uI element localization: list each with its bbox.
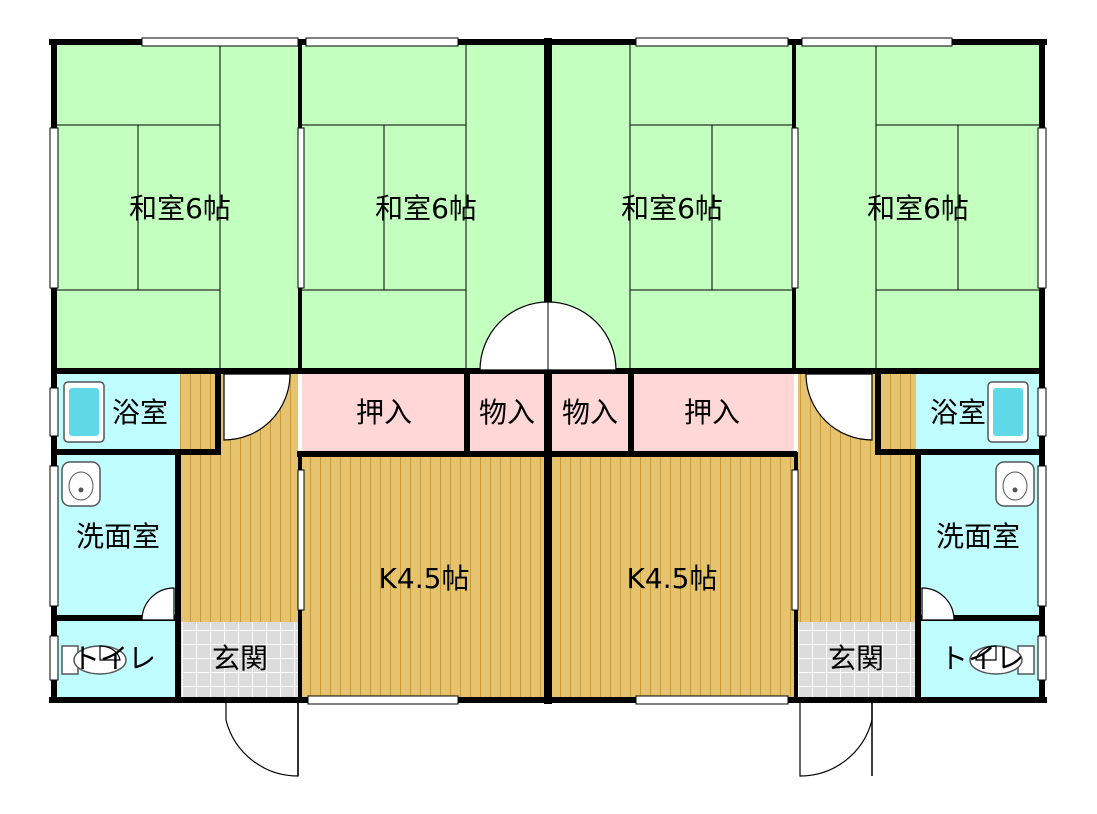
label-senmenshitsu-1: 洗面室 bbox=[76, 520, 160, 553]
label-toilet-1: トイレ bbox=[72, 642, 156, 675]
label-senmenshitsu-2: 洗面室 bbox=[936, 520, 1020, 553]
label-kitchen-1: K4.5帖 bbox=[379, 562, 470, 595]
label-kitchen-2: K4.5帖 bbox=[627, 562, 718, 595]
label-yokushitsu-1: 浴室 bbox=[112, 396, 168, 429]
label-oshiire-2: 押入 bbox=[684, 396, 740, 429]
label-washitsu-2: 和室6帖 bbox=[375, 192, 477, 225]
washitsu-room-4 bbox=[796, 44, 1040, 370]
washitsu-room-1 bbox=[56, 44, 300, 370]
oshiire-2 bbox=[634, 374, 794, 452]
label-monoire-2: 物入 bbox=[562, 396, 618, 429]
label-washitsu-1: 和室6帖 bbox=[129, 192, 231, 225]
monoire-2 bbox=[552, 374, 628, 452]
genkan-floor-2 bbox=[798, 622, 916, 698]
label-washitsu-4: 和室6帖 bbox=[867, 192, 969, 225]
bathtub-icon bbox=[63, 381, 105, 443]
label-genkan-2: 玄関 bbox=[828, 642, 884, 675]
kitchen-floor-2 bbox=[550, 456, 794, 698]
genkan-floor-1 bbox=[180, 622, 298, 698]
label-monoire-1: 物入 bbox=[479, 396, 535, 429]
door-swings bbox=[99, 301, 997, 777]
windows bbox=[49, 37, 1047, 705]
label-yokushitsu-2: 浴室 bbox=[930, 396, 986, 429]
monoire-1 bbox=[470, 374, 546, 452]
washitsu-room-2 bbox=[302, 44, 546, 370]
washbasin-icon bbox=[995, 461, 1035, 507]
kitchen-floor-1 bbox=[302, 456, 546, 698]
label-oshiire-1: 押入 bbox=[356, 396, 412, 429]
label-toilet-2: トイレ bbox=[940, 642, 1024, 675]
washbasin-icon bbox=[61, 461, 101, 507]
label-genkan-1: 玄関 bbox=[212, 642, 268, 675]
bathtub-icon bbox=[987, 381, 1029, 443]
oshiire-1 bbox=[302, 374, 464, 452]
label-washitsu-3: 和室6帖 bbox=[621, 192, 723, 225]
